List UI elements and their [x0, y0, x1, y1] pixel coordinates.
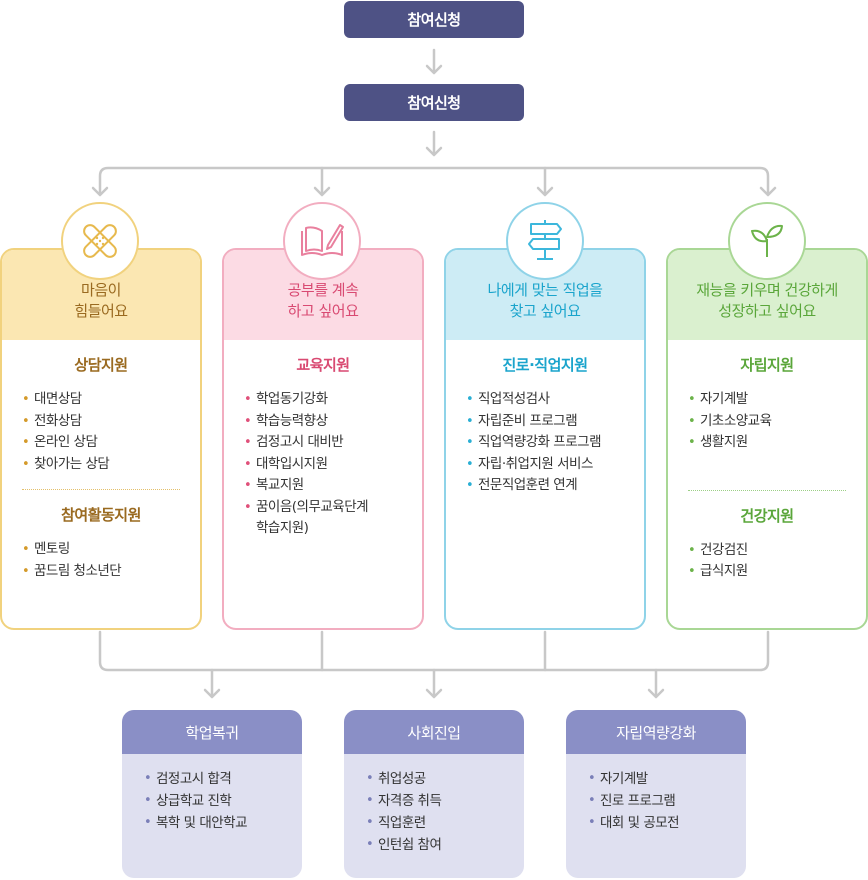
list-item-continuation: 학습지원) — [256, 520, 309, 536]
list-item: 대면상담 — [22, 389, 200, 411]
list-item: 직업역량강화 프로그램 — [466, 432, 644, 454]
list-item: 학업동기강화 — [244, 389, 422, 411]
section-title: 참여활동지원 — [61, 506, 141, 524]
card-heading-line: 공부를 계속 — [287, 281, 359, 299]
service-list: 학업동기강화 학습능력향상 검정고시 대비반 대학입시지원 복교지원 꿈이음(의… — [224, 389, 422, 540]
list-item: 대학입시지원 — [244, 454, 422, 476]
list-item: 진로 프로그램 — [588, 790, 746, 812]
card-heading-line: 힘들어요 — [74, 302, 128, 320]
list-item: 멘토링 — [22, 539, 200, 561]
result-box-society: 사회진입 취업성공 자격증 취득 직업훈련 인턴쉽 참여 — [344, 710, 524, 878]
section-title: 상담지원 — [74, 356, 128, 374]
list-item: 전화상담 — [22, 411, 200, 433]
list-item: 찾아가는 상담 — [22, 454, 200, 476]
book-pencil-icon — [283, 202, 361, 280]
list-item: 자기계발 — [688, 389, 866, 411]
list-item: 급식지원 — [688, 561, 866, 583]
card-heading-line: 성장하고 싶어요 — [718, 302, 816, 320]
section-title: 교육지원 — [296, 356, 350, 374]
list-item: 검정고시 대비반 — [244, 432, 422, 454]
section-title: 건강지원 — [740, 506, 794, 525]
card-heading-line: 찾고 싶어요 — [509, 302, 581, 320]
result-title: 자립역량강화 — [566, 710, 746, 754]
result-box-independence: 자립역량강화 자기계발 진로 프로그램 대회 및 공모전 — [566, 710, 746, 878]
service-list: 자기계발 기초소양교육 생활지원 — [668, 389, 866, 454]
apply-button-label: 참여신청 — [407, 94, 461, 112]
result-box-academic: 학업복귀 검정고시 합격 상급학교 진학 복학 및 대안학교 — [122, 710, 302, 878]
list-item: 자립준비 프로그램 — [466, 411, 644, 433]
list-item: 꿈이음(의무교육단계 — [244, 497, 422, 519]
service-list: 직업적성검사 자립준비 프로그램 직업역량강화 프로그램 자립·취업지원 서비스… — [446, 389, 644, 497]
service-list: 대면상담 전화상담 온라인 상담 찾아가는 상담 — [2, 389, 200, 475]
list-item: 기초소양교육 — [688, 411, 866, 433]
list-item: 자격증 취득 — [366, 790, 524, 812]
list-item: 복학 및 대안학교 — [144, 812, 302, 834]
list-item: 전문직업훈련 연계 — [466, 475, 644, 497]
apply-button-label: 참여신청 — [407, 11, 461, 29]
list-item: 대회 및 공모전 — [588, 812, 746, 834]
list-item: 생활지원 — [688, 432, 866, 454]
list-item: 검정고시 합격 — [144, 768, 302, 790]
section-title: 자립지원 — [740, 356, 794, 374]
list-item: 온라인 상담 — [22, 432, 200, 454]
list-item: 복교지원 — [244, 475, 422, 497]
signpost-icon — [506, 202, 584, 280]
bandage-icon — [61, 202, 139, 280]
apply-button-second[interactable]: 참여신청 — [344, 84, 524, 121]
result-title: 사회진입 — [344, 710, 524, 754]
card-heading-line: 나에게 맞는 직업을 — [487, 281, 603, 299]
result-title: 학업복귀 — [122, 710, 302, 754]
card-heading-line: 마음이 — [81, 281, 121, 299]
service-list: 멘토링 꿈드림 청소년단 — [2, 539, 200, 582]
section-title: 진로·직업지원 — [502, 356, 589, 374]
section-divider — [22, 489, 180, 490]
list-item: 직업적성검사 — [466, 389, 644, 411]
list-item: 꿈드림 청소년단 — [22, 561, 200, 583]
card-heading-line: 재능을 키우며 건강하게 — [696, 281, 838, 299]
result-list: 자기계발 진로 프로그램 대회 및 공모전 — [566, 768, 746, 834]
list-item: 자립·취업지원 서비스 — [466, 454, 644, 476]
result-list: 검정고시 합격 상급학교 진학 복학 및 대안학교 — [122, 768, 302, 834]
list-item: 자기계발 — [588, 768, 746, 790]
list-item: 학습능력향상 — [244, 411, 422, 433]
list-item: 직업훈련 — [366, 812, 524, 834]
list-item: 건강검진 — [688, 540, 866, 562]
result-list: 취업성공 자격증 취득 직업훈련 인턴쉽 참여 — [344, 768, 524, 856]
card-heading-line: 하고 싶어요 — [287, 302, 359, 320]
section-divider — [688, 489, 846, 491]
list-item: 상급학교 진학 — [144, 790, 302, 812]
sprout-icon — [728, 202, 806, 280]
list-item: 인턴쉽 참여 — [366, 834, 524, 856]
list-item: 취업성공 — [366, 768, 524, 790]
service-list: 건강검진 급식지원 — [668, 540, 866, 583]
apply-button-top[interactable]: 참여신청 — [344, 1, 524, 38]
